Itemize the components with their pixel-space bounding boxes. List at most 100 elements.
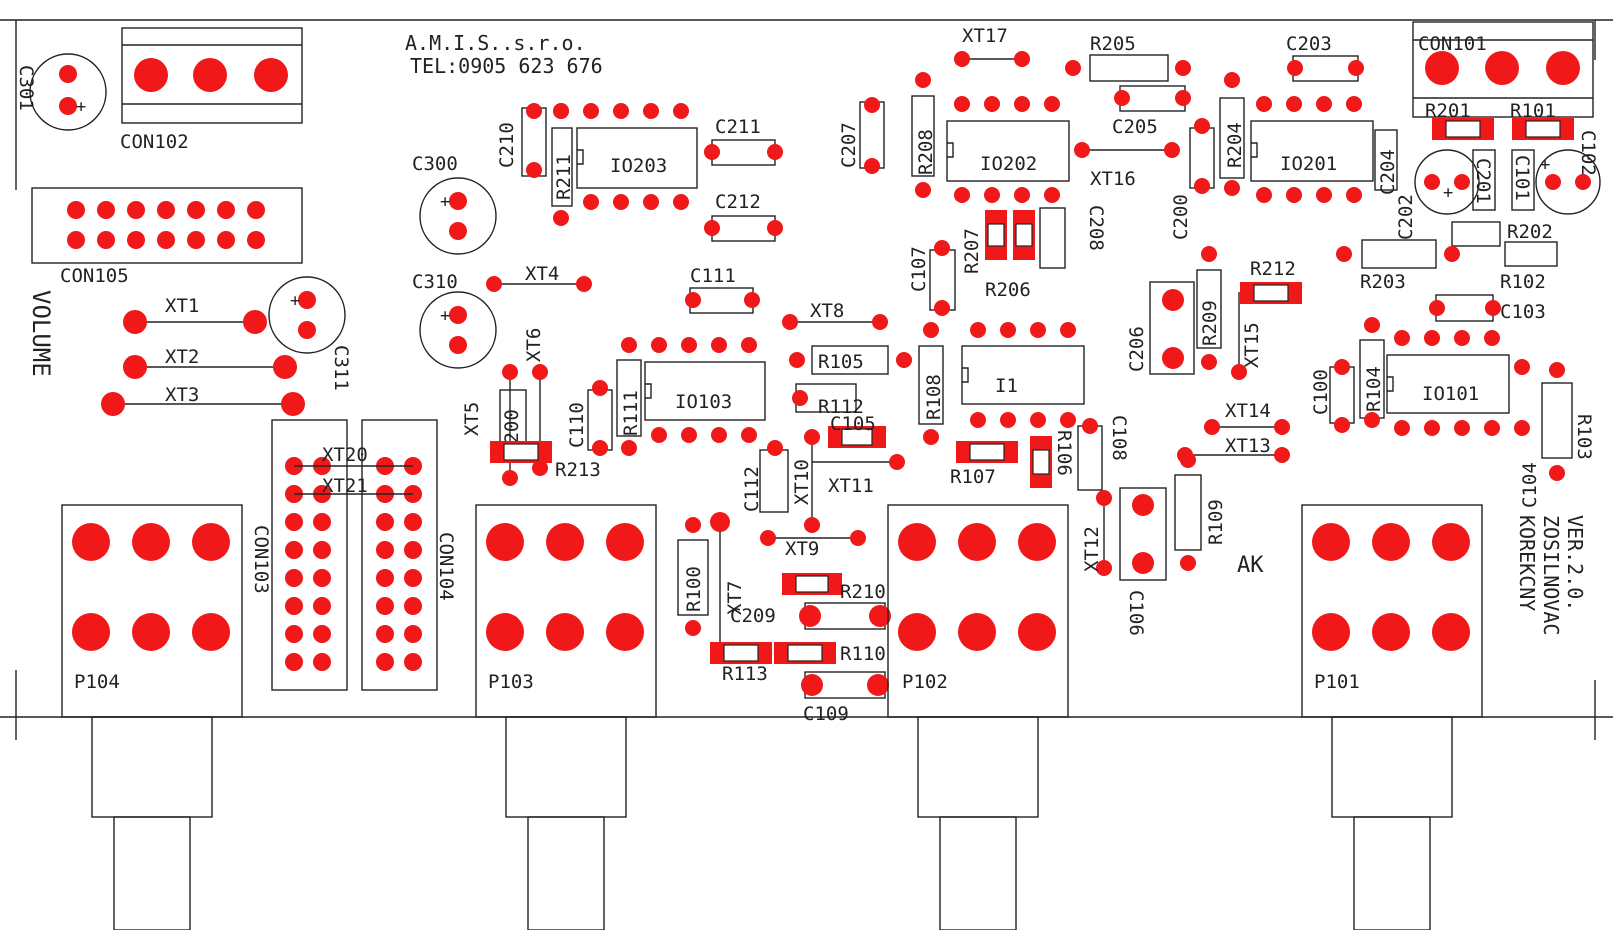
r213-resistor bbox=[490, 441, 552, 463]
io201-label: IO201 bbox=[1280, 153, 1337, 175]
xt10-label: XT10 bbox=[791, 459, 813, 505]
io101-label: IO101 bbox=[1422, 383, 1479, 405]
r205-label: R205 bbox=[1090, 33, 1136, 55]
c211-label: C211 bbox=[715, 116, 761, 138]
c301-capacitor: + bbox=[29, 53, 107, 131]
r107-label: R107 bbox=[950, 466, 996, 488]
p103-potentiometer bbox=[475, 504, 657, 930]
con104-label: CON104 bbox=[435, 532, 457, 601]
company-label: A.M.I.S..s.r.o. bbox=[405, 31, 586, 55]
xt12-jumper bbox=[1096, 490, 1112, 576]
p101-potentiometer bbox=[1301, 504, 1483, 930]
c103-capacitor bbox=[1429, 294, 1501, 322]
r207-label: R207 bbox=[961, 228, 983, 274]
p101-label: P101 bbox=[1314, 671, 1360, 693]
r210-label: R210 bbox=[840, 581, 886, 603]
c112-label: C112 bbox=[741, 466, 763, 512]
c210-capacitor bbox=[521, 103, 547, 178]
r104-label: R104 bbox=[1363, 366, 1385, 412]
c100-label: C100 bbox=[1310, 369, 1332, 415]
con104-connector bbox=[361, 419, 438, 691]
xt11-label: XT11 bbox=[828, 475, 874, 497]
r204-resistor bbox=[1219, 72, 1245, 196]
r100-resistor bbox=[677, 517, 709, 636]
con102-label: CON102 bbox=[120, 131, 189, 153]
io201-chip bbox=[1250, 96, 1374, 203]
c106-label: C106 bbox=[1125, 590, 1147, 636]
c103-label: C103 bbox=[1500, 301, 1546, 323]
svg-text:+: + bbox=[440, 192, 450, 212]
c300-label: C300 bbox=[412, 153, 458, 175]
r106-resistor bbox=[1030, 436, 1052, 488]
r100-label: R100 bbox=[683, 566, 705, 612]
r212-label: R212 bbox=[1250, 258, 1296, 280]
xt14-label: XT14 bbox=[1225, 400, 1271, 422]
r201-label: R201 bbox=[1425, 100, 1471, 122]
r105-resistor bbox=[789, 345, 912, 375]
r108-label: R108 bbox=[923, 374, 945, 420]
con101-connector bbox=[1412, 21, 1594, 118]
io103-label: IO103 bbox=[675, 391, 732, 413]
c210-label: C210 bbox=[496, 122, 518, 168]
io103-chip bbox=[644, 337, 766, 443]
xt9-jumper bbox=[760, 530, 866, 546]
r105-label: R105 bbox=[818, 351, 864, 373]
xt4-label: XT4 bbox=[525, 263, 559, 285]
r208-label: R208 bbox=[915, 129, 937, 175]
con105-label: CON105 bbox=[60, 265, 129, 287]
c311-label: C311 bbox=[330, 345, 352, 391]
r204-label: R204 bbox=[1224, 122, 1246, 168]
version-line2: ZOSILNOVAC bbox=[1539, 515, 1563, 635]
r104-resistor bbox=[1359, 317, 1385, 428]
r101-label: R101 bbox=[1510, 100, 1556, 122]
c106-capacitor bbox=[1119, 487, 1167, 581]
c110-capacitor bbox=[587, 380, 613, 456]
c204-label: C204 bbox=[1377, 149, 1399, 195]
con103-label: CON103 bbox=[250, 525, 272, 594]
xt13-label: XT13 bbox=[1225, 435, 1271, 457]
c102-label: C102 bbox=[1577, 130, 1599, 176]
c212-label: C212 bbox=[715, 191, 761, 213]
r109-label: R109 bbox=[1205, 499, 1227, 545]
c101-label: C101 bbox=[1511, 155, 1533, 201]
c111-capacitor bbox=[685, 287, 760, 314]
r201-resistor bbox=[1432, 118, 1494, 140]
svg-text:+: + bbox=[290, 291, 300, 311]
r209-resistor bbox=[1196, 246, 1222, 370]
c202-label: C202 bbox=[1395, 194, 1417, 240]
xt5-label: XT5 bbox=[461, 402, 483, 436]
xt14-jumper bbox=[1204, 419, 1290, 435]
volume-label: VOLUME bbox=[27, 290, 55, 377]
r208-resistor bbox=[911, 72, 935, 198]
c200-label: C200 bbox=[1170, 194, 1192, 240]
c311-capacitor: + bbox=[268, 276, 346, 354]
xt3-label: XT3 bbox=[165, 384, 199, 406]
c310-label: C310 bbox=[412, 271, 458, 293]
c206-label: C206 bbox=[1126, 326, 1148, 372]
r103-label: R103 bbox=[1573, 414, 1595, 460]
phone-label: TEL:0905 623 676 bbox=[410, 54, 603, 78]
p102-label: P102 bbox=[902, 671, 948, 693]
xt1-label: XT1 bbox=[165, 295, 199, 317]
c300-capacitor: + bbox=[419, 177, 497, 255]
r110-resistor bbox=[774, 642, 836, 664]
xt15-jumper bbox=[1231, 292, 1247, 380]
con105-connector bbox=[31, 187, 303, 264]
r101-resistor bbox=[1512, 118, 1574, 140]
xt3-jumper bbox=[101, 392, 305, 416]
r209-label: R209 bbox=[1199, 300, 1221, 346]
c107-label: C107 bbox=[908, 246, 930, 292]
con102-connector bbox=[121, 27, 303, 124]
io202-label: IO202 bbox=[980, 153, 1037, 175]
r111-label: R111 bbox=[620, 390, 642, 436]
xt8-jumper bbox=[782, 314, 888, 330]
xt9-label: XT9 bbox=[785, 538, 819, 560]
c206-capacitor bbox=[1149, 281, 1195, 375]
r103-resistor bbox=[1541, 362, 1573, 481]
c208-capacitor bbox=[1039, 207, 1066, 269]
r206-resistor bbox=[1013, 210, 1035, 260]
p102-potentiometer bbox=[887, 504, 1069, 930]
r112-label: R112 bbox=[818, 396, 864, 418]
r203-resistor bbox=[1336, 239, 1460, 269]
c104-capacitor bbox=[1514, 359, 1530, 436]
